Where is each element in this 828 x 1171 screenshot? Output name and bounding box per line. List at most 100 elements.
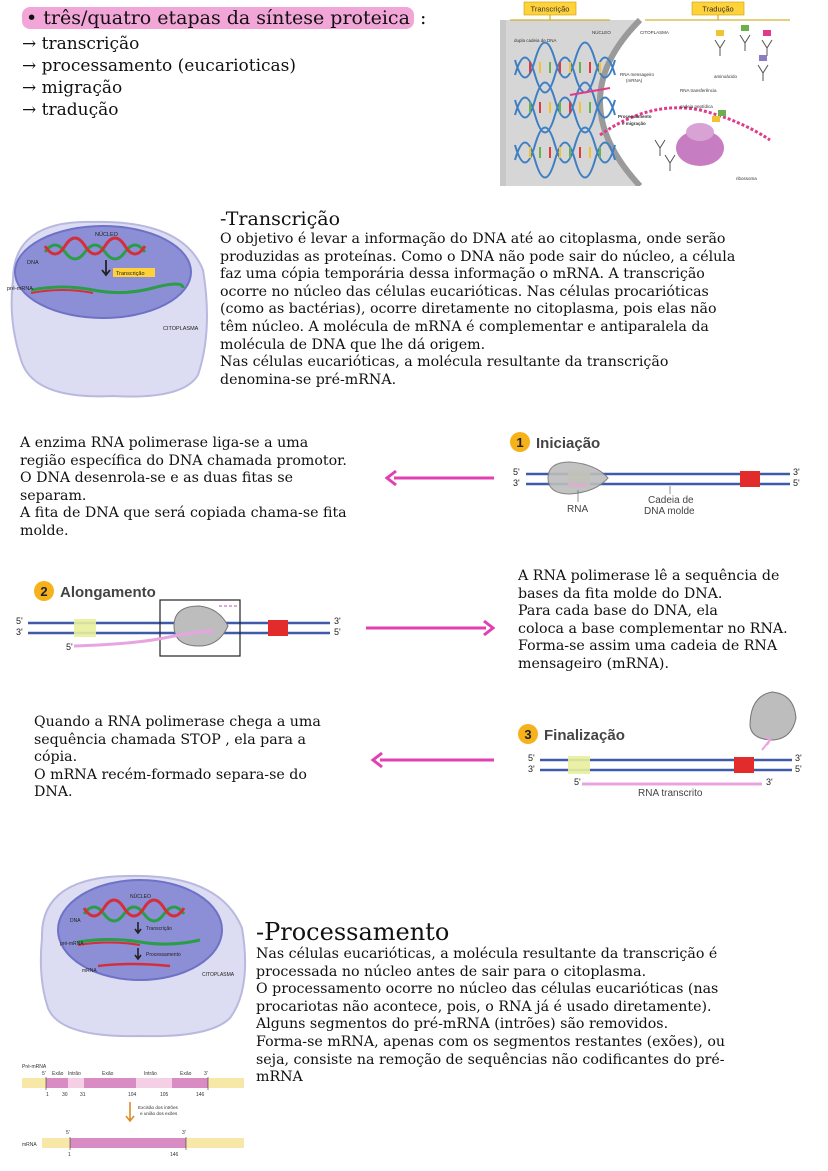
cell2-dna-helix <box>82 898 186 923</box>
splice-premrna: Pré-mRNA <box>22 1064 47 1070</box>
dna-helix-2 <box>514 81 616 134</box>
splice-5: 5' <box>42 1071 46 1077</box>
splice-m1: 1 <box>68 1152 71 1158</box>
cell1-transcricao: Transcrição <box>116 271 145 277</box>
transcricao-text: O objetivo é levar a informação do DNA a… <box>220 231 736 388</box>
label-rna-mens-sub: (mRNA) <box>626 78 643 83</box>
finalizacao-3b: 3' <box>795 753 802 763</box>
splice-mrna: mRNA <box>22 1142 37 1148</box>
intro-step: → migração <box>22 78 123 98</box>
cell2-premrna: pré-mRNA <box>60 941 84 947</box>
finalizacao-figure: 3 Finalização 5' 3' 3' 5' 5' 3' RNA tran… <box>518 691 802 799</box>
splice-n105: 105 <box>160 1092 169 1098</box>
alongamento-polimerase-icon <box>173 605 229 647</box>
intro-step: → tradução <box>22 100 119 120</box>
splice-intrao1: Intrão <box>68 1071 81 1077</box>
splice-intrao2: Intrão <box>144 1071 157 1077</box>
splice-n31: 31 <box>80 1092 86 1098</box>
finalizacao-text: Quando a RNA polimerase chega a uma sequ… <box>34 714 321 801</box>
finalizacao-polimerase-icon <box>749 691 797 741</box>
label-nucleo: NÚCLEO <box>592 29 611 35</box>
intro-title: três/quatro etapas da síntese proteica <box>43 7 410 29</box>
finalizacao-num: 3 <box>524 727 531 742</box>
trna-icons <box>654 25 773 171</box>
label-proc1: Processamento <box>618 114 652 119</box>
alongamento-3b: 3' <box>334 616 341 626</box>
intro-title-line: • três/quatro etapas da síntese proteica… <box>22 6 426 30</box>
cell2-dna: DNA <box>70 918 81 924</box>
splice-n104: 104 <box>128 1092 137 1098</box>
cell2-transcricao: Transcrição <box>146 926 172 932</box>
splice-m3: 3' <box>182 1130 186 1136</box>
cell1-citoplasma: CITOPLASMA <box>163 326 199 332</box>
splice-excisao1: Excisão dos intrões <box>138 1105 179 1110</box>
arrow-right-1 <box>366 619 496 637</box>
alongamento-figure: 2 Alongamento 5' 3' 5' 3' 5' <box>16 581 341 657</box>
intro-step: → transcrição <box>22 34 140 54</box>
iniciacao-text: A enzima RNA polimerase liga-se a uma re… <box>20 435 347 539</box>
processamento-heading: -Processamento <box>256 918 450 946</box>
cell1-premrna: pré-mRNA <box>7 286 33 292</box>
transcricao-heading: -Transcrição <box>220 208 341 230</box>
finalizacao-5a: 5' <box>528 753 535 763</box>
overview-figure: Transcrição Tradução dupla cadeia de DNA… <box>500 1 790 186</box>
label-rna-transf: RNA transferência <box>680 88 717 93</box>
splice-exao2: Exão <box>102 1071 114 1077</box>
intro-step: → processamento (eucarioticas) <box>22 56 297 76</box>
cell1-dna-helix <box>43 236 147 261</box>
alongamento-5b: 5' <box>334 627 341 637</box>
label-rna-mens: RNA mensageiro <box>620 72 655 77</box>
alongamento-text: A RNA polimerase lê a sequência de bases… <box>518 568 788 672</box>
cell1-dna: DNA <box>27 260 39 266</box>
transcription-cell-figure: NÚCLEO DNA Transcrição pré-mRNA CITOPLAS… <box>7 220 208 398</box>
cell2-mrna: mRNA <box>82 968 97 974</box>
splice-exao3: Exão <box>180 1071 192 1077</box>
arrow-down-icon <box>125 1102 135 1123</box>
dna-helix-3 <box>514 126 616 179</box>
rna-polimerase-icon <box>547 461 609 495</box>
iniciacao-5b: 5' <box>793 478 800 488</box>
processing-cell-figure: NÚCLEO DNA Transcrição pré-mRNA Processa… <box>39 874 247 1038</box>
alongamento-5c: 5' <box>66 642 73 652</box>
finalizacao-5c: 5' <box>574 777 581 787</box>
cell2-processamento: Processamento <box>146 952 181 958</box>
finalizacao-rna-transcrito: RNA transcrito <box>638 788 703 799</box>
cell2-nucleo: NÚCLEO <box>130 893 151 900</box>
label-traducao: Tradução <box>702 5 733 14</box>
ribosome-icon <box>676 130 724 166</box>
alongamento-label: Alongamento <box>60 584 156 601</box>
iniciacao-rna: RNA <box>567 504 588 515</box>
alongamento-5a: 5' <box>16 616 23 626</box>
splice-m5: 5' <box>66 1130 70 1136</box>
splice-n30: 30 <box>62 1092 68 1098</box>
splice-n146: 146 <box>196 1092 205 1098</box>
dna-helix-1 <box>514 41 616 94</box>
bullet: • <box>26 7 44 29</box>
label-transcricao: Transcrição <box>531 5 570 14</box>
alongamento-3a: 3' <box>16 627 23 637</box>
iniciacao-label: Iniciação <box>536 435 600 452</box>
label-proc2: e migração <box>622 121 646 126</box>
intro-steps: → transcrição → processamento (eucarioti… <box>22 33 296 121</box>
arrow-left-2 <box>370 751 494 769</box>
iniciacao-3a: 3' <box>513 478 520 488</box>
finalizacao-3c: 3' <box>766 777 773 787</box>
arrow-down-icon <box>134 922 142 935</box>
arrow-left-1 <box>384 469 494 487</box>
label-aminoacido: aminoácido <box>714 74 738 79</box>
iniciacao-5a: 5' <box>513 467 520 477</box>
splice-3: 3' <box>204 1071 208 1077</box>
splice-m146: 146 <box>170 1152 179 1158</box>
iniciacao-cadeia1: Cadeia de <box>648 495 694 506</box>
arrow-down-icon <box>134 948 142 961</box>
splice-excisao2: e união dos exões <box>140 1111 178 1116</box>
finalizacao-5b: 5' <box>795 764 802 774</box>
splice-exao1: Exão <box>52 1071 64 1077</box>
label-cadeia: cadeia peptídica <box>680 104 713 109</box>
cell1-nucleo: NÚCLEO <box>95 231 119 238</box>
finalizacao-label: Finalização <box>544 727 625 744</box>
iniciacao-cadeia2: DNA molde <box>644 506 695 517</box>
label-citoplasma: CITOPLASMA <box>640 30 669 35</box>
intro-colon: : <box>419 7 427 29</box>
alongamento-num: 2 <box>40 584 47 599</box>
